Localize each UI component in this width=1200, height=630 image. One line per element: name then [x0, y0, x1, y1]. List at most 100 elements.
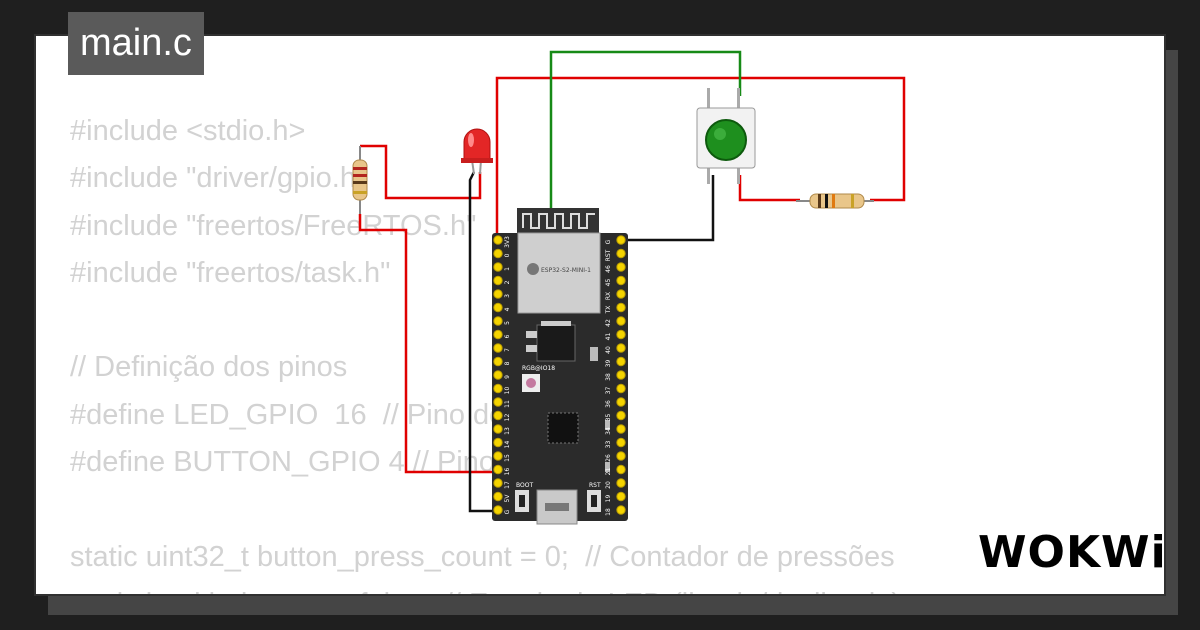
left-pin[interactable] — [493, 437, 503, 448]
left-pin[interactable] — [493, 478, 503, 488]
left-pin[interactable] — [493, 424, 503, 434]
right-pin-label: 37 — [605, 387, 612, 395]
wire-led-ground[interactable] — [468, 171, 497, 513]
left-pin[interactable] — [493, 343, 503, 353]
boot-label: BOOT — [516, 482, 533, 489]
espressif-logo-icon — [527, 263, 539, 275]
push-button[interactable] — [696, 88, 756, 184]
left-pin-label: 14 — [504, 441, 511, 449]
wire-resistor-button[interactable] — [738, 175, 800, 202]
right-pin-label: 36 — [605, 400, 612, 408]
right-pin[interactable] — [616, 289, 626, 299]
right-pin[interactable] — [616, 262, 626, 272]
left-pin-label: 16 — [504, 468, 511, 476]
right-pin-label: 42 — [605, 319, 612, 327]
rst-label: RST — [589, 482, 601, 489]
left-pin-label: 0 — [504, 253, 511, 257]
left-pin[interactable] — [493, 302, 503, 313]
antenna-trace — [522, 213, 595, 229]
right-pin-label: 33 — [605, 441, 612, 449]
right-pin[interactable] — [616, 464, 626, 475]
right-pin[interactable] — [616, 451, 626, 461]
right-pin[interactable] — [616, 437, 626, 448]
rgb-label: RGB@IO18 — [522, 365, 555, 372]
code-line: #include "freertos/FreeRTOS.h" — [70, 209, 477, 242]
wire-button-ground[interactable] — [620, 175, 715, 242]
wire-resistor-gpio16[interactable] — [358, 214, 497, 474]
left-pin[interactable] — [493, 275, 503, 286]
right-pin[interactable] — [616, 410, 626, 421]
right-pin[interactable] — [616, 248, 626, 259]
code-line: // Definição dos pinos — [70, 351, 348, 384]
led-red[interactable] — [461, 128, 493, 175]
left-pin[interactable] — [493, 464, 503, 475]
right-pin-label: 45 — [605, 279, 612, 287]
module-label: ESP32-S2-MINI-1 — [541, 267, 591, 274]
left-pin-label: 9 — [504, 375, 511, 379]
left-pin-label: 2 — [504, 280, 511, 284]
code-block: #include <stdio.h> #include "driver/gpio.… — [70, 108, 901, 594]
right-pin-header: GRST4645RXTX4241403938373635343326212019… — [605, 235, 626, 516]
right-pin-label: 26 — [605, 454, 612, 462]
left-pin[interactable] — [493, 451, 503, 461]
right-pin[interactable] — [616, 275, 626, 286]
right-pin-label: 20 — [605, 481, 612, 489]
left-pin-label: 1 — [504, 267, 511, 271]
left-pin-label: 8 — [504, 361, 511, 365]
right-pin-label: 40 — [605, 346, 612, 354]
code-line: #include <stdio.h> — [70, 115, 306, 147]
left-pin-label: G — [504, 509, 511, 514]
resistor-vertical[interactable] — [352, 146, 368, 214]
left-pin[interactable] — [493, 329, 503, 340]
left-pin[interactable] — [493, 383, 503, 394]
right-pin[interactable] — [616, 329, 626, 340]
left-pin[interactable] — [493, 410, 503, 421]
right-pin-label: 39 — [605, 360, 612, 368]
left-pin[interactable] — [493, 235, 503, 245]
left-pin-label: 13 — [504, 427, 511, 435]
wire-3v3-power[interactable] — [495, 76, 906, 238]
right-pin-label: TX — [605, 306, 612, 315]
code-line: #include "freertos/task.h" — [70, 256, 391, 289]
left-pin[interactable] — [493, 397, 503, 407]
left-pin-label: 5V — [504, 494, 511, 503]
esp32-board[interactable]: ESP32-S2-MINI-1 RGB@IO18 BOOT RST 3V3012… — [492, 208, 628, 525]
right-pin[interactable] — [616, 478, 626, 488]
right-pin-label: 38 — [605, 373, 612, 381]
right-pin[interactable] — [616, 397, 626, 407]
right-pin[interactable] — [616, 383, 626, 394]
left-pin-label: 4 — [504, 307, 511, 311]
right-pin-label: 35 — [605, 414, 612, 422]
left-pin[interactable] — [493, 505, 503, 515]
right-pin[interactable] — [616, 302, 626, 313]
wire-resistor-led[interactable] — [360, 144, 482, 200]
right-pin-label: 19 — [605, 495, 612, 503]
right-pin[interactable] — [616, 343, 626, 353]
left-pin[interactable] — [493, 316, 503, 326]
right-pin-label: 21 — [605, 468, 612, 476]
right-pin[interactable] — [616, 424, 626, 434]
right-pin[interactable] — [616, 316, 626, 326]
wokwi-logo: WOKWi — [978, 527, 1167, 578]
left-pin[interactable] — [493, 491, 503, 502]
left-pin-label: 7 — [504, 348, 511, 352]
left-pin[interactable] — [493, 370, 503, 380]
left-pin[interactable] — [493, 262, 503, 272]
right-pin[interactable] — [616, 356, 626, 367]
left-pin[interactable] — [493, 248, 503, 259]
right-pin[interactable] — [616, 370, 626, 380]
right-pin[interactable] — [616, 235, 626, 245]
code-line: #include "driver/gpio.h" — [70, 162, 367, 195]
resistor-horizontal[interactable] — [796, 193, 874, 209]
right-pin-label: RST — [605, 249, 612, 261]
right-pin[interactable] — [616, 491, 626, 502]
code-line: static bool led_state = false; // Estado… — [70, 581, 901, 594]
left-pin[interactable] — [493, 289, 503, 299]
file-tab[interactable]: main.c — [68, 12, 204, 75]
right-pin-label: 18 — [605, 508, 612, 516]
left-pin-label: 3 — [504, 294, 511, 298]
right-pin-label: RX — [605, 292, 612, 300]
right-pin[interactable] — [616, 505, 626, 515]
left-pin[interactable] — [493, 356, 503, 367]
